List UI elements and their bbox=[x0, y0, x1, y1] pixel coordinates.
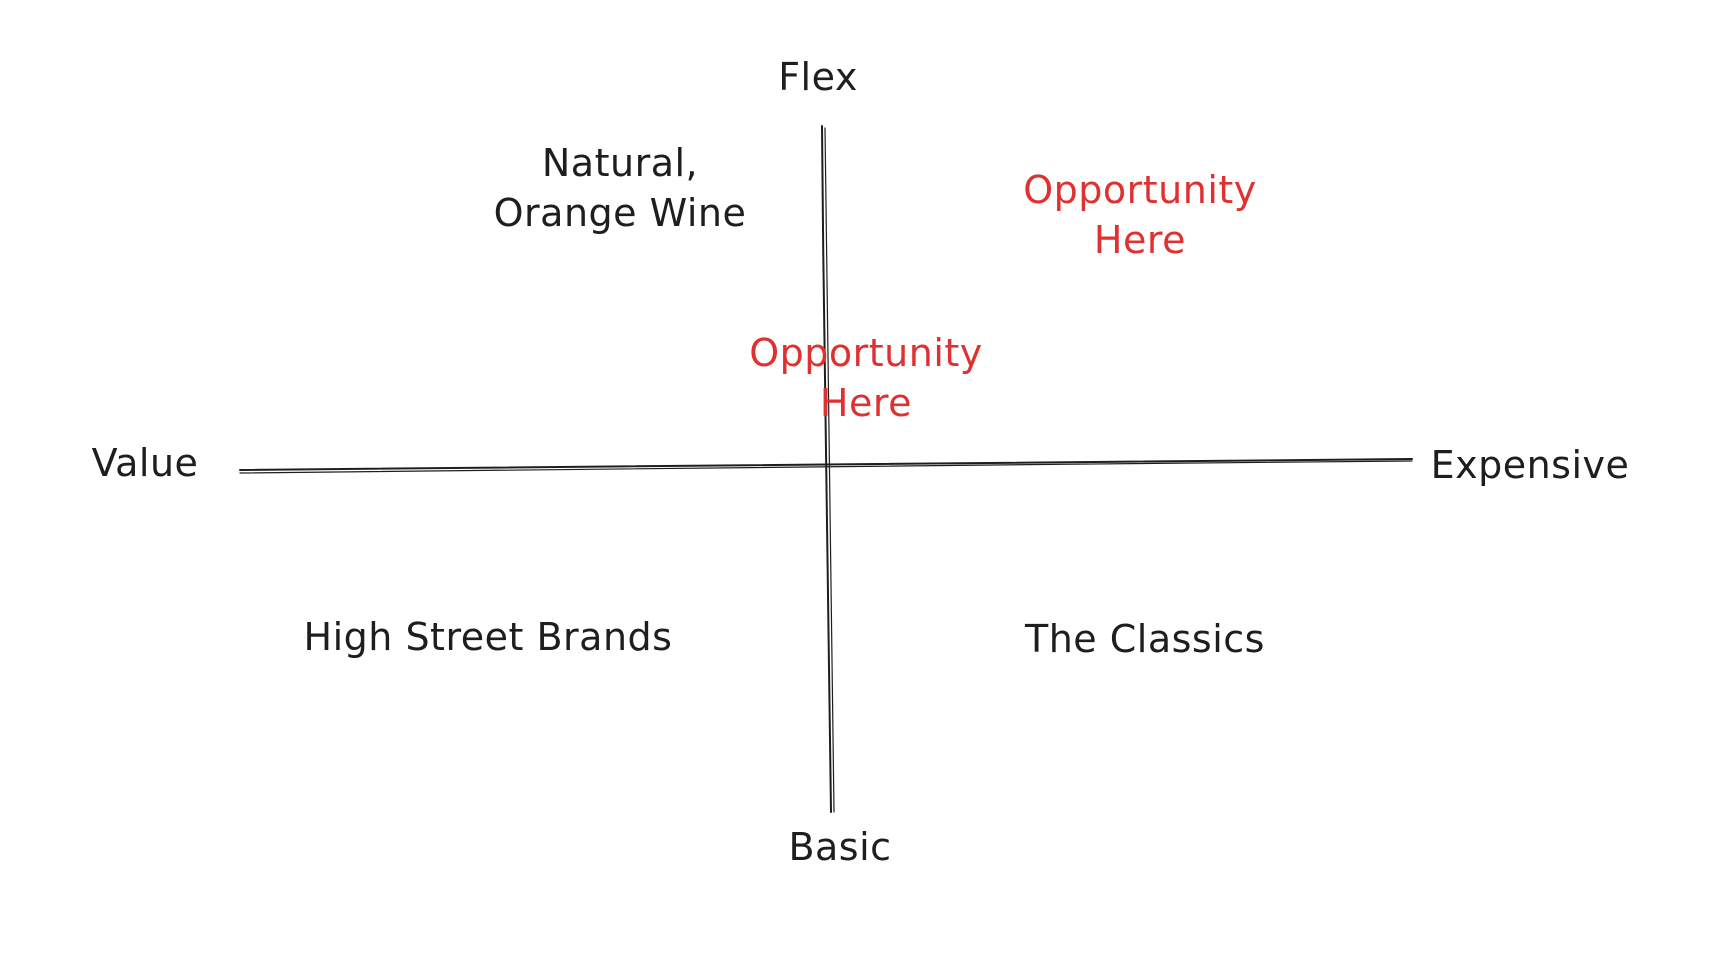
quadrant-label-top-left-line-2: Orange Wine bbox=[493, 191, 747, 236]
vertical-axis bbox=[821, 125, 832, 813]
axis-label-top: Flex bbox=[778, 55, 858, 99]
horizontal-axis-stroke-2 bbox=[239, 460, 1413, 474]
opportunity-label-top-right: Opportunity Here bbox=[1023, 165, 1257, 265]
horizontal-axis bbox=[239, 458, 1413, 471]
axis-label-bottom: Basic bbox=[788, 825, 892, 869]
axis-label-left: Value bbox=[91, 441, 199, 485]
quadrant-label-bottom-right: The Classics bbox=[1025, 617, 1265, 661]
axis-label-right: Expensive bbox=[1430, 443, 1630, 487]
opportunity-label-top-right-line-1: Opportunity bbox=[1023, 168, 1257, 212]
quadrant-label-top-left: Natural, Orange Wine bbox=[494, 138, 747, 238]
opportunity-label-center-line-2: Here bbox=[819, 381, 913, 426]
opportunity-label-top-right-line-2: Here bbox=[1093, 218, 1187, 263]
opportunity-label-center: Opportunity Here bbox=[749, 328, 983, 428]
quadrant-label-bottom-left: High Street Brands bbox=[303, 615, 673, 659]
opportunity-label-center-line-1: Opportunity bbox=[749, 331, 983, 375]
quadrant-label-top-left-line-1: Natural, bbox=[541, 141, 699, 185]
